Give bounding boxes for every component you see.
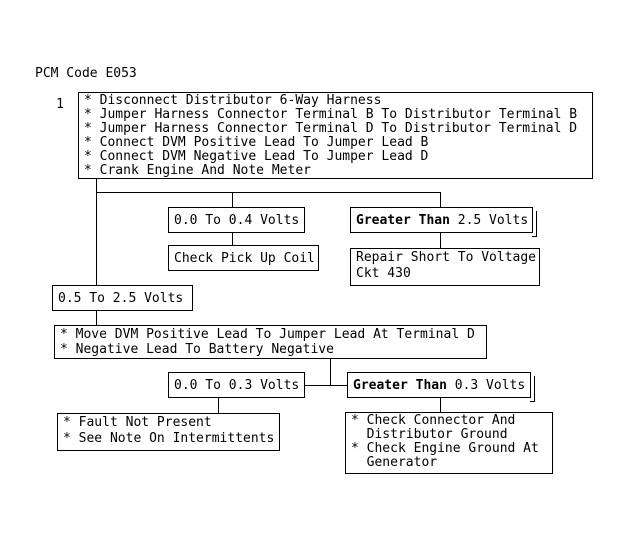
reading-label: 0.5 To 2.5 Volts	[58, 290, 184, 306]
reading-label-bold: Greater Than	[353, 377, 447, 393]
move-dvm-instructions-box: * Move DVM Positive Lead To Jumper Lead …	[54, 325, 487, 359]
check-ground-box: * Check Connector And Distributor Ground…	[345, 412, 553, 474]
connector-line	[232, 233, 233, 245]
reading-0-0-to-0-4-volts-box: 0.0 To 0.4 Volts	[168, 207, 305, 233]
reading-label: 0.3 Volts	[446, 377, 526, 393]
reading-label: 0.0 To 0.3 Volts	[174, 377, 300, 393]
connector-line	[330, 359, 331, 386]
instructions-box: * Disconnect Distributor 6-Way Harness *…	[78, 92, 593, 179]
reading-label: 0.0 To 0.4 Volts	[174, 212, 300, 228]
reading-label: 2.5 Volts	[449, 212, 529, 228]
repair-short-to-voltage-box: Repair Short To Voltage Ckt 430	[350, 248, 540, 286]
reading-0-0-to-0-3-volts-box: 0.0 To 0.3 Volts	[168, 372, 305, 398]
check-pickup-coil-box: Check Pick Up Coil	[168, 245, 319, 271]
reading-label-bold: Greater Than	[356, 212, 450, 228]
connector-line	[232, 192, 233, 207]
connector-line	[440, 398, 441, 412]
box-shadow-edge	[530, 376, 535, 402]
connector-line	[218, 398, 219, 413]
reading-greater-than-0-3-volts-box: Greater Than 0.3 Volts	[347, 372, 535, 402]
connector-line	[96, 192, 441, 193]
action-label: Check Pick Up Coil	[174, 250, 315, 266]
page-title: PCM Code E053	[35, 66, 137, 81]
fault-not-present-box: * Fault Not Present * See Note On Interm…	[57, 413, 280, 451]
step-number: 1	[56, 97, 64, 112]
connector-line	[96, 311, 97, 325]
connector-line	[96, 179, 97, 285]
connector-line	[440, 233, 441, 248]
connector-line	[440, 192, 441, 207]
reading-0-5-to-2-5-volts-box: 0.5 To 2.5 Volts	[52, 285, 193, 311]
box-shadow-edge	[532, 211, 537, 237]
reading-greater-than-2-5-volts-box: Greater Than 2.5 Volts	[350, 207, 537, 237]
connector-line	[303, 385, 348, 386]
